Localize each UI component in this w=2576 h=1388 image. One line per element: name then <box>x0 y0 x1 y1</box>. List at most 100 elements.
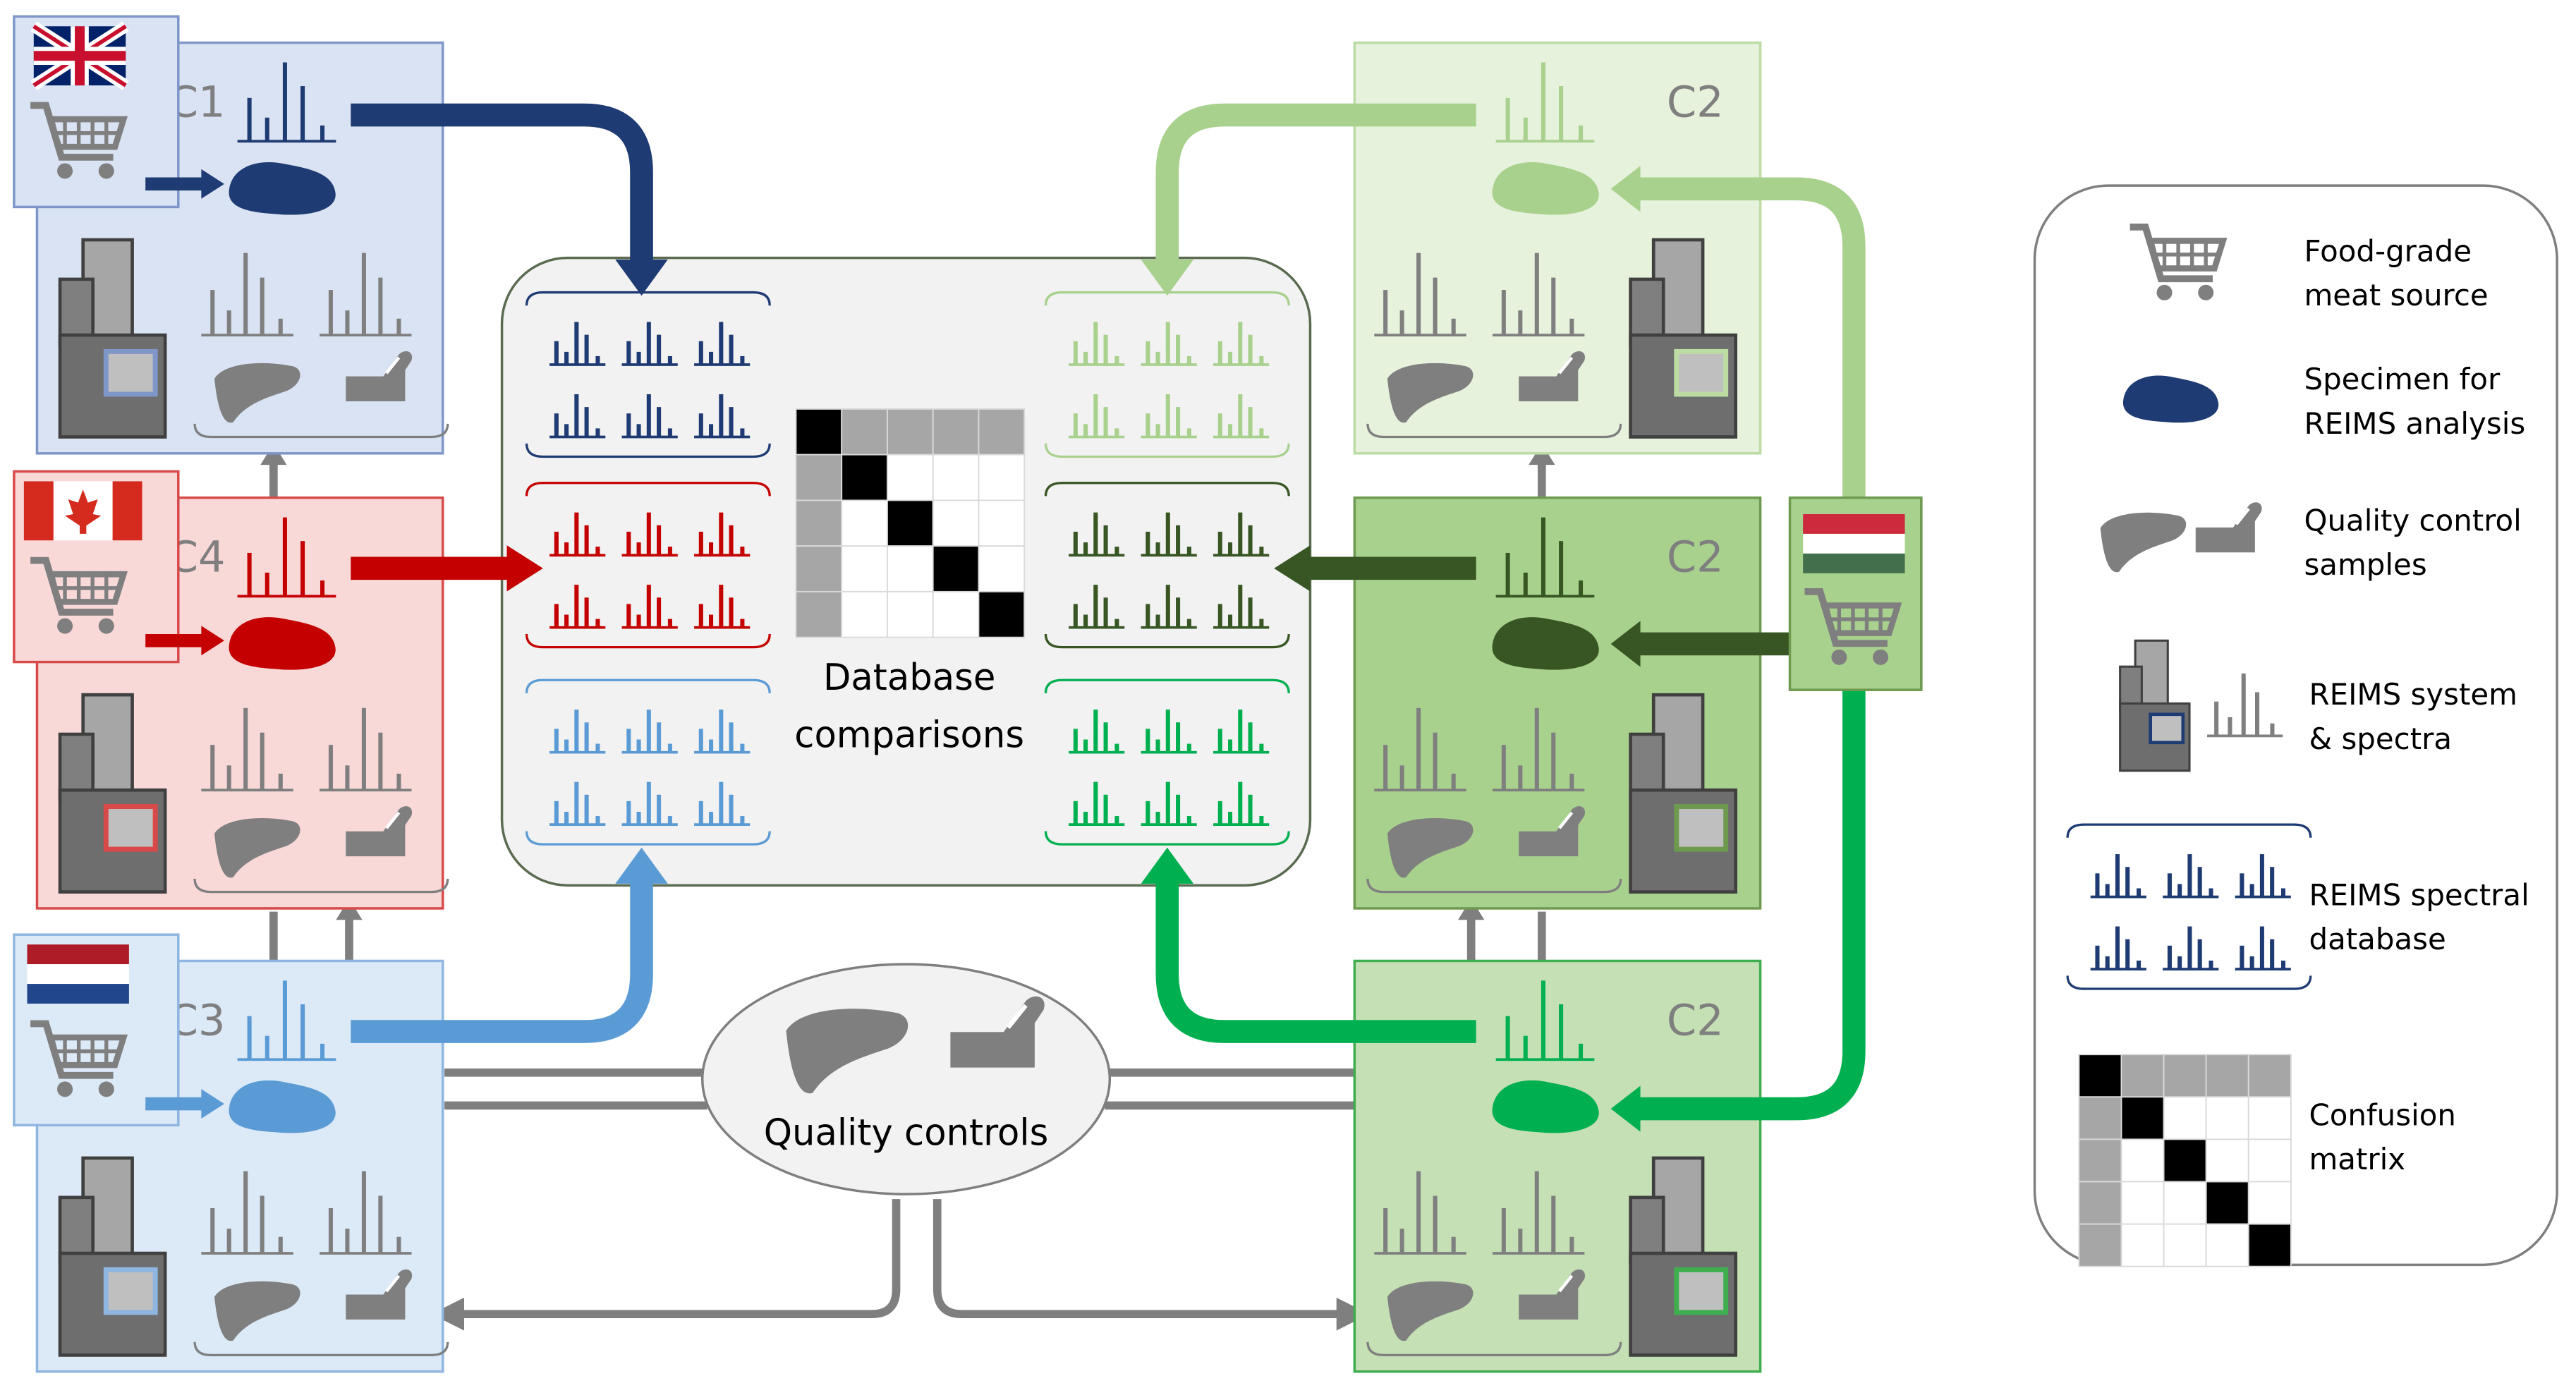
c2c-to-database-arrow <box>1155 879 1476 1043</box>
data-flow-arrows <box>145 103 1866 1121</box>
database-spectrum-icon <box>549 322 606 366</box>
lab-box-c2a: C2 <box>1353 41 1762 455</box>
database-spectrum-icon <box>694 394 751 439</box>
database-spectrum-icon <box>1141 394 1197 439</box>
c1-to-database-arrow <box>351 103 653 263</box>
legend-item-quality-control-icon: Quality control samples <box>2100 502 2522 582</box>
meat-specimen-icon <box>229 1080 336 1133</box>
lab-spectrum-icon <box>237 62 336 143</box>
legend-text: database <box>2309 922 2446 956</box>
database-spectrum-icon <box>694 585 751 629</box>
database-spectrum-icon <box>1213 394 1270 439</box>
database-spectrum-icon <box>1141 512 1197 557</box>
tissue-qc-icon <box>1519 351 1586 401</box>
database-c2a <box>1044 291 1290 458</box>
qc-spectrum-icon <box>1374 707 1466 792</box>
quality-controls-label: Quality controls <box>764 1112 1049 1154</box>
shopping-cart-icon <box>30 556 128 634</box>
source-box-c4 <box>13 470 180 664</box>
lab-spectrum-icon <box>1495 62 1595 143</box>
database-spectrum-icon <box>694 322 751 366</box>
qc-spectrum-icon <box>201 252 293 336</box>
legend-text: Food-grade <box>2304 233 2472 268</box>
database-spectrum-icon <box>1141 322 1197 366</box>
qc-spectrum-icon <box>320 252 412 336</box>
hungary-to-c2a-arrow <box>1635 177 1866 498</box>
qc-spectrum-icon <box>1374 252 1466 336</box>
meat-specimen-icon <box>1492 617 1599 670</box>
database-spectrum-icon <box>1069 394 1125 439</box>
qc-spectrum-icon <box>201 707 293 792</box>
lab-spectrum-icon <box>1495 980 1595 1061</box>
database-spectrum-icon <box>1069 781 1125 827</box>
qc-spectrum-icon <box>201 1171 293 1255</box>
confusion-matrix-icon <box>795 408 1026 638</box>
liver-qc-icon <box>214 817 300 878</box>
database-c2c <box>1044 678 1290 846</box>
tissue-qc-icon <box>1519 1269 1586 1320</box>
meat-specimen-icon <box>1492 162 1599 215</box>
database-spectrum-icon <box>2235 926 2291 970</box>
database-c3 <box>525 678 771 846</box>
shopping-cart-icon <box>30 102 128 179</box>
qc-spectrum-icon <box>1492 707 1585 792</box>
database-spectrum-icon <box>621 781 678 827</box>
database-spectrum-icon <box>1213 512 1270 557</box>
database-spectrum-icon <box>621 322 678 366</box>
database-spectrum-icon <box>1213 585 1270 629</box>
reims-system-icon <box>1629 238 1737 439</box>
database-spectrum-icon <box>1069 322 1125 366</box>
canada-flag <box>23 481 142 541</box>
meat-specimen-icon <box>229 617 336 670</box>
database-c2b <box>1044 482 1290 649</box>
tissue-qc-icon <box>2195 502 2262 553</box>
legend-item-reims-system-icon: REIMS system& spectra <box>2119 639 2517 772</box>
legend-text: REIMS system <box>2309 677 2517 712</box>
arrow-heads <box>201 166 1641 1132</box>
reims-system-icon <box>1629 693 1737 894</box>
database-spectrum-icon <box>1069 512 1125 557</box>
database-comparison-panel: Database comparisons <box>500 256 1312 887</box>
reims-system-icon <box>1629 1156 1737 1357</box>
shopping-cart-icon <box>1804 588 1902 665</box>
reims-system-icon <box>58 693 167 894</box>
database-spectrum-icon <box>2090 926 2146 970</box>
reims-system-icon <box>58 1156 167 1357</box>
database-spectrum-icon <box>549 585 606 629</box>
liver-qc-icon <box>2100 512 2187 573</box>
legend-text: Quality control <box>2304 503 2521 537</box>
liver-qc-icon <box>1387 817 1474 878</box>
liver-qc-icon <box>214 363 300 423</box>
database-title-line2: comparisons <box>794 714 1024 757</box>
lab-spectrum-icon <box>237 517 336 598</box>
lab-box-c1: C1 <box>13 15 449 455</box>
legend-text: REIMS analysis <box>2304 406 2525 441</box>
database-spectrum-icon <box>621 585 678 629</box>
tissue-qc-icon <box>346 1269 413 1320</box>
database-spectrum-icon <box>621 710 678 754</box>
database-spectrum-icon <box>694 710 751 754</box>
source-box-c1 <box>13 15 180 209</box>
qc-spectrum-icon <box>1492 252 1585 336</box>
legend-text: Specimen for <box>2304 362 2501 396</box>
database-spectrum-icon <box>1069 710 1125 754</box>
meat-specimen-icon <box>229 162 336 215</box>
spectrum-icon <box>2207 673 2283 738</box>
liver-qc-icon <box>786 1009 909 1094</box>
database-c4 <box>525 482 771 649</box>
database-spectrum-icon <box>2163 854 2219 899</box>
legend-text: matrix <box>2309 1142 2405 1176</box>
qc-spectrum-icon <box>320 1171 412 1255</box>
connections <box>260 443 1555 1331</box>
lab-box-c4: C4 <box>13 470 449 910</box>
database-spectrum-icon <box>621 512 678 557</box>
legend-text: samples <box>2304 547 2426 582</box>
database-spectrum-icon <box>694 512 751 557</box>
confusion-matrix-icon <box>795 408 1026 638</box>
reims-system-icon <box>2119 639 2191 772</box>
c3-to-database-arrow <box>351 879 653 1043</box>
lab-label: C2 <box>1667 996 1724 1045</box>
